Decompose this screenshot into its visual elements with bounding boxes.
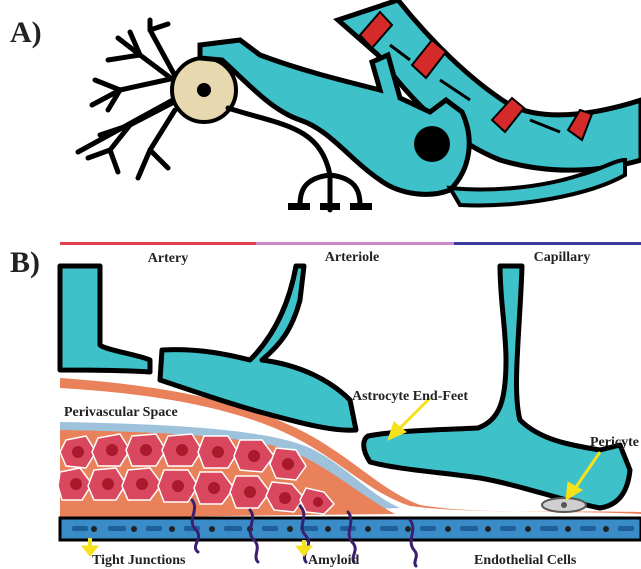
pericyte-nucleus — [561, 502, 567, 508]
astrocyte-foot-capillary — [364, 266, 630, 508]
panel-a-letter: A) — [10, 16, 42, 49]
astrocyte-foot-artery — [60, 266, 150, 372]
endothelial-cells — [72, 526, 634, 531]
label-endothelial-cells: Endothelial Cells — [474, 553, 577, 568]
label-tight-junctions: Tight Junctions — [92, 553, 186, 568]
segment-bar: Artery Arteriole Capillary — [60, 242, 641, 266]
label-perivascular-space: Perivascular Space — [64, 405, 178, 420]
segment-line-capillary — [454, 242, 641, 245]
panel-b-letter: B) — [10, 246, 40, 279]
neuron-nucleus — [197, 83, 211, 97]
neuron-dendrites — [78, 20, 182, 178]
segment-label-arteriole: Arteriole — [325, 250, 379, 265]
panel-a: A) — [10, 0, 641, 210]
astrocyte-nucleus — [414, 126, 450, 162]
panel-b: B) Artery Arteriole Capillary — [10, 242, 641, 568]
synaptic-terminals — [288, 203, 372, 210]
label-astrocyte-end-feet: Astrocyte End-Feet — [352, 389, 468, 404]
segment-label-capillary: Capillary — [534, 250, 591, 265]
segment-line-artery — [60, 242, 256, 245]
segment-label-artery: Artery — [148, 251, 188, 266]
label-amyloid: Amyloid — [308, 553, 360, 568]
segment-line-arteriole — [256, 242, 454, 245]
label-pericyte: Pericyte — [590, 435, 639, 450]
